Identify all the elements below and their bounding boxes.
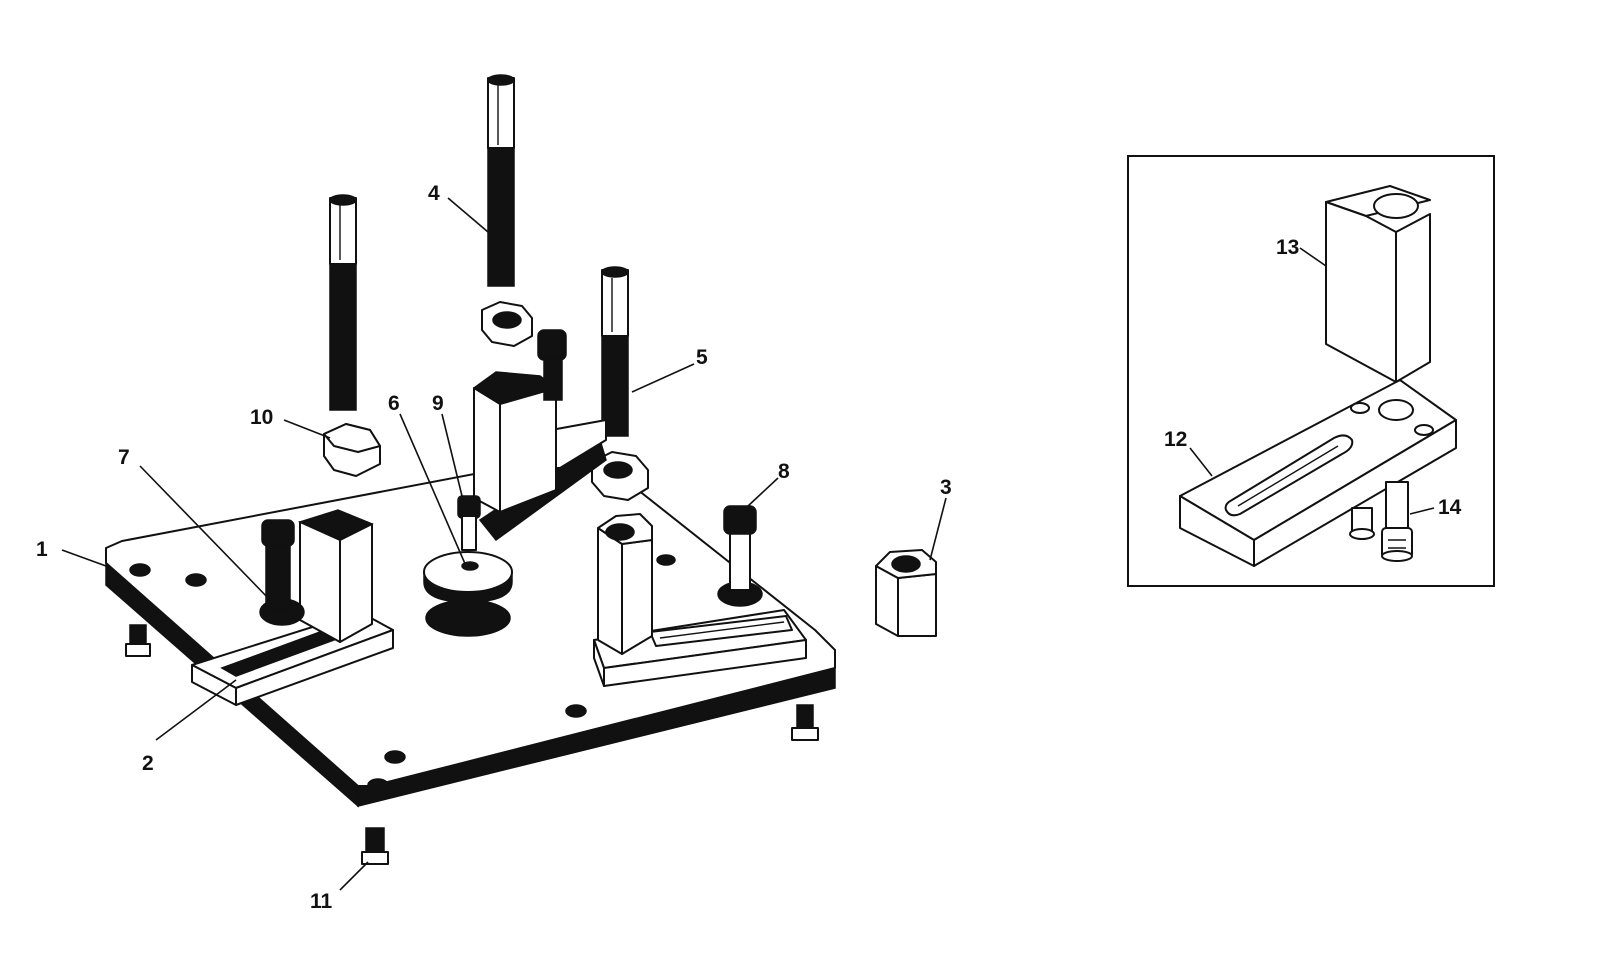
socket-cap-screw-7 (259, 519, 305, 626)
callout-4: 4 (428, 182, 440, 205)
center-hex-nut (481, 301, 533, 347)
plate-foot-bolts (125, 624, 819, 865)
foot-bolt (361, 827, 389, 865)
callout-5: 5 (696, 346, 708, 369)
callout-9: 9 (432, 392, 444, 415)
right-hex-nut (591, 451, 649, 501)
callout-labels: 1 2 3 4 5 6 7 8 9 10 11 12 13 14 (36, 182, 1462, 913)
washer-6 (423, 551, 513, 637)
right-clamp-bar (593, 609, 807, 687)
callout-6: 6 (388, 392, 400, 415)
callout-10: 10 (250, 406, 273, 429)
detail-slotted-bar-12 (1179, 379, 1457, 567)
socket-cap-screw-8 (717, 505, 763, 607)
detail-inset (1127, 155, 1495, 587)
foot-bolt (125, 624, 151, 657)
callout-1: 1 (36, 538, 48, 561)
loose-block-3 (875, 549, 937, 637)
callout-11: 11 (310, 890, 333, 913)
left-stud (329, 194, 357, 411)
screw-9 (457, 495, 481, 551)
right-stud (601, 266, 629, 437)
callout-2: 2 (142, 752, 154, 775)
left-clamp-block (297, 509, 374, 643)
callout-13: 13 (1276, 236, 1299, 259)
callout-3: 3 (940, 476, 952, 499)
center-clamp-block (472, 371, 558, 513)
leader-lines (61, 197, 1435, 891)
foot-bolt (791, 704, 819, 741)
callout-7: 7 (118, 446, 130, 469)
callout-14: 14 (1438, 496, 1462, 519)
callout-12: 12 (1164, 428, 1187, 451)
right-clamp-block (597, 513, 653, 655)
center-socket-screw (537, 329, 567, 401)
detail-block-13 (1325, 185, 1431, 383)
detail-screws-14 (1349, 481, 1413, 562)
hex-nut-10 (323, 423, 381, 477)
callout-8: 8 (778, 460, 790, 483)
center-stud (487, 74, 515, 287)
